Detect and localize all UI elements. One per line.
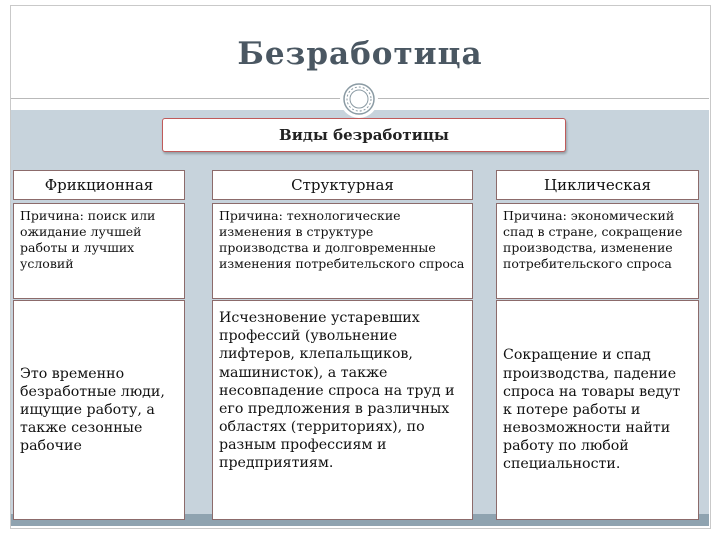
- description-cyclical-text: Сокращение и спад производства, падение …: [503, 347, 681, 473]
- types-header: Виды безработицы: [162, 118, 566, 152]
- ornament-circle-icon: [340, 80, 378, 118]
- description-frictional: Это временно безработные люди, ищущие ра…: [13, 300, 185, 520]
- cause-frictional-text: Причина: поиск или ожидание лучшей работ…: [20, 208, 156, 271]
- description-cyclical: Сокращение и спад производства, падение …: [496, 300, 699, 520]
- slide-title: Безработица: [237, 36, 483, 72]
- column-head-frictional: Фрикционная: [13, 170, 185, 200]
- cause-cyclical: Причина: экономический спад в стране, со…: [496, 203, 699, 299]
- column-head-cyclical: Циклическая: [496, 170, 699, 200]
- description-structural-text: Исчезновение устаревших профессий (уволь…: [219, 310, 455, 472]
- cause-cyclical-text: Причина: экономический спад в стране, со…: [503, 208, 683, 271]
- description-frictional-text: Это временно безработные люди, ищущие ра…: [20, 365, 165, 455]
- description-structural: Исчезновение устаревших профессий (уволь…: [212, 300, 473, 520]
- cause-structural-text: Причина: технологические изменения в стр…: [219, 208, 465, 271]
- cause-frictional: Причина: поиск или ожидание лучшей работ…: [13, 203, 185, 299]
- cause-structural: Причина: технологические изменения в стр…: [212, 203, 473, 299]
- column-head-structural: Структурная: [212, 170, 473, 200]
